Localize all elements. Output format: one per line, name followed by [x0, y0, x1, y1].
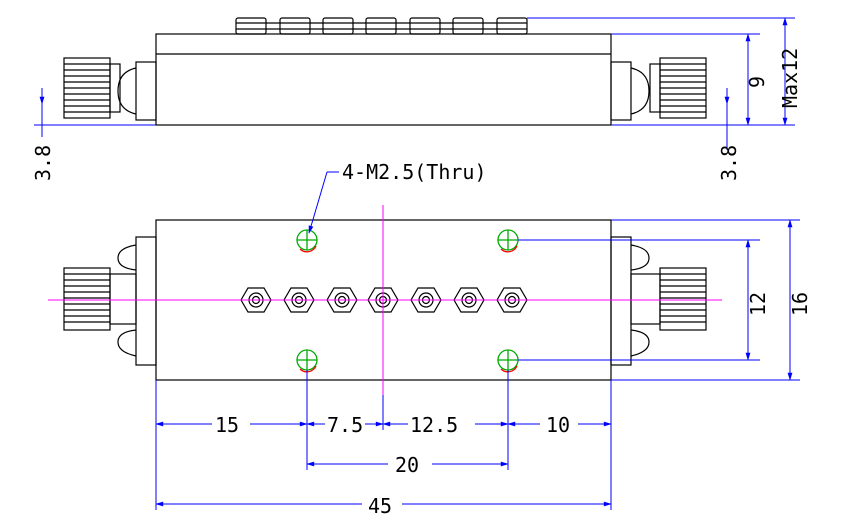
label-15: 15	[215, 413, 239, 437]
label-12: 12	[746, 292, 770, 316]
mounting-hole-bottom-right	[497, 349, 519, 373]
mounting-hole-top-left	[296, 229, 318, 253]
label-10: 10	[546, 413, 570, 437]
label-max12: Max12	[778, 48, 802, 108]
right-sma-connector-side	[610, 57, 707, 121]
mounting-holes	[296, 229, 519, 373]
mounting-hole-bottom-left	[296, 349, 318, 373]
label-20: 20	[395, 453, 419, 477]
side-body	[155, 33, 612, 126]
mounting-hole-top-right	[497, 229, 519, 253]
label-left-3.8: 3.8	[31, 145, 55, 181]
right-sma-connector-top	[610, 236, 707, 366]
top-view-dimensions	[155, 219, 800, 510]
centerlines	[48, 205, 722, 395]
hole-callout-leader	[308, 171, 339, 234]
label-16: 16	[788, 292, 812, 316]
side-view	[63, 17, 707, 126]
left-sma-connector-top	[63, 236, 157, 366]
label-7.5: 7.5	[327, 413, 363, 437]
label-12.5: 12.5	[410, 413, 458, 437]
tuning-screws-side	[235, 17, 528, 35]
label-45: 45	[368, 494, 392, 518]
left-sma-connector-side	[63, 57, 157, 121]
hole-callout-label: 4-M2.5(Thru)	[342, 160, 487, 184]
label-9: 9	[745, 76, 769, 88]
label-right-3.8: 3.8	[717, 145, 741, 181]
side-view-dimensions	[34, 17, 795, 150]
